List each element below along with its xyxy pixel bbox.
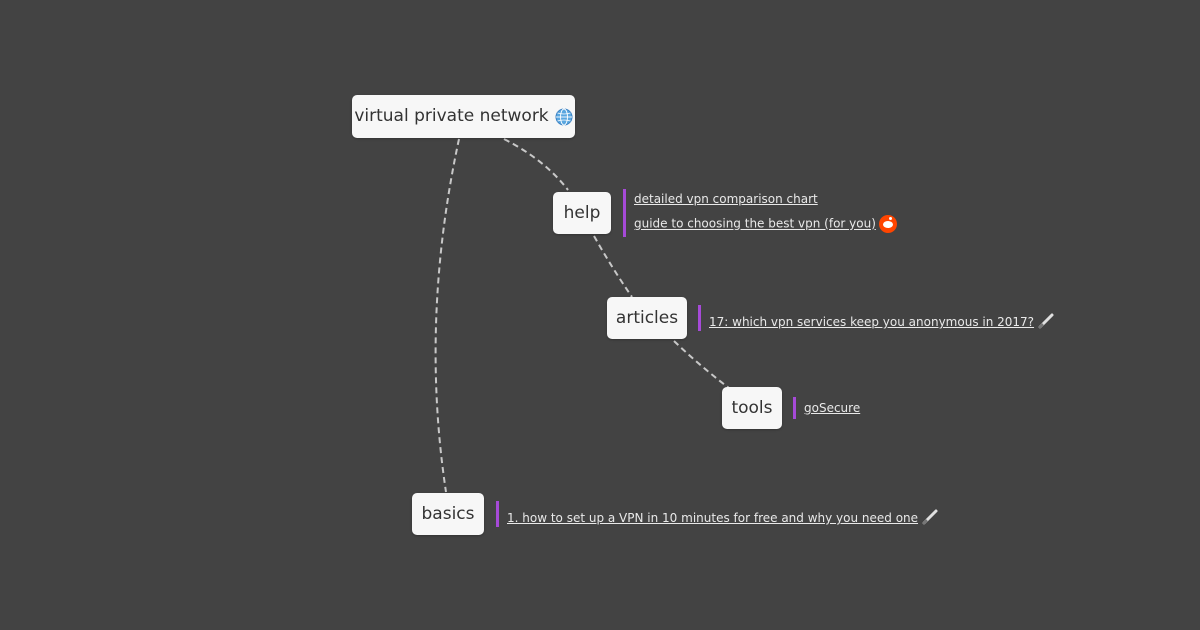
node-help[interactable]: help — [553, 192, 611, 234]
node-tools[interactable]: tools — [722, 387, 782, 429]
link-which-vpn-services-anonymous[interactable]: 17: which vpn services keep you anonymou… — [709, 312, 1055, 333]
tools-links: goSecure — [793, 397, 860, 419]
help-links: detailed vpn comparison chart guide to c… — [623, 189, 897, 237]
link-gosecure[interactable]: goSecure — [804, 401, 860, 415]
node-label: help — [563, 202, 601, 223]
node-label: tools — [731, 397, 773, 418]
link-how-to-set-up-vpn[interactable]: 1. how to set up a VPN in 10 minutes for… — [507, 508, 939, 529]
node-articles[interactable]: articles — [607, 297, 687, 339]
node-label: virtual private network — [354, 106, 549, 126]
node-label: articles — [615, 307, 679, 328]
node-virtual-private-network[interactable]: virtual private network — [352, 95, 575, 138]
edge-help-articles — [593, 235, 633, 298]
edge-articles-tools — [673, 340, 730, 389]
globe-icon — [555, 108, 573, 126]
edge-root-basics — [434, 138, 460, 493]
node-label: basics — [421, 503, 475, 524]
articles-links: 17: which vpn services keep you anonymou… — [698, 305, 1055, 331]
link-guide-choosing-best-vpn[interactable]: guide to choosing the best vpn (for you) — [634, 215, 897, 233]
link-text: goSecure — [804, 401, 861, 415]
edge-root-help — [503, 138, 569, 191]
reddit-icon — [878, 215, 897, 233]
link-detailed-vpn-comparison-chart[interactable]: detailed vpn comparison chart — [634, 192, 897, 206]
link-text: detailed vpn comparison chart — [634, 192, 818, 206]
link-text: 1. how to set up a VPN in 10 minutes for… — [507, 511, 919, 525]
link-text: 17: which vpn services keep you anonymou… — [709, 315, 1035, 329]
pencil-icon — [1037, 312, 1055, 333]
basics-links: 1. how to set up a VPN in 10 minutes for… — [496, 501, 939, 527]
node-basics[interactable]: basics — [412, 493, 484, 535]
pencil-icon — [921, 508, 939, 529]
link-text: guide to choosing the best vpn (for you) — [634, 216, 876, 231]
